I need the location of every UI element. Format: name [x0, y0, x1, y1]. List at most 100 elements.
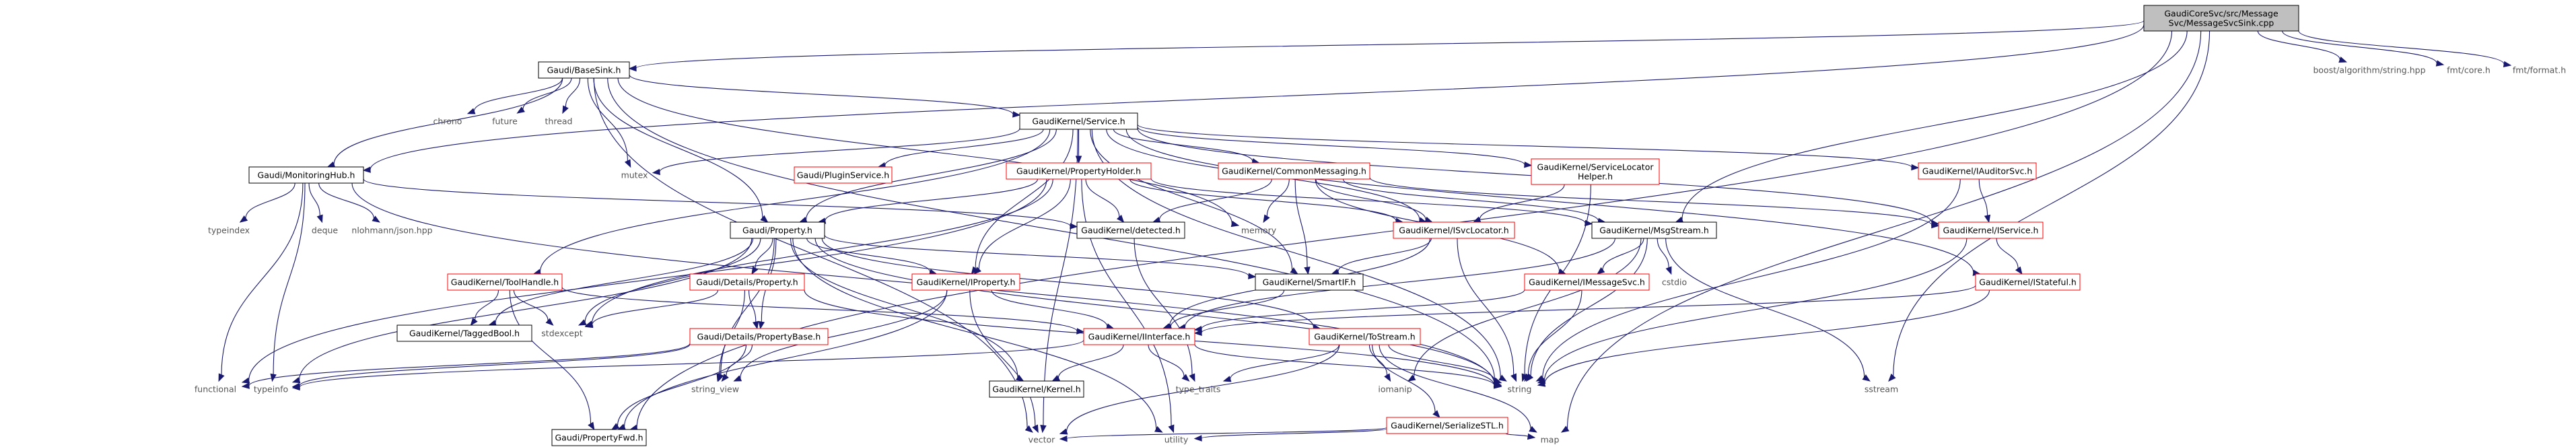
arrowhead-property-to-utility	[1154, 425, 1163, 433]
edge-property-to-kernel	[790, 238, 1018, 378]
arrowhead-propholder-to-utility	[1168, 424, 1175, 434]
edge-msgstream-to-imessagesvc	[1602, 238, 1644, 270]
node-propbase[interactable]: Gaudi/Details/PropertyBase.h	[689, 328, 829, 345]
node-boostalg-label: boost/algorithm/string.hpp	[2313, 65, 2425, 75]
node-isvclocator[interactable]: GaudiKernel/ISvcLocator.h	[1393, 221, 1515, 239]
node-propfwd[interactable]: Gaudi/PropertyFwd.h	[551, 429, 647, 446]
edge-msgstream-to-iinterface	[1184, 238, 1615, 327]
arrowhead-basesink-to-thread	[562, 105, 569, 114]
edge-basesink-to-string	[607, 77, 1496, 381]
node-iservice-box	[1938, 221, 2044, 239]
node-stdexcept-label: stdexcept	[541, 329, 582, 339]
node-functional-label: functional	[195, 384, 236, 394]
node-propholder[interactable]: GaudiKernel/PropertyHolder.h	[1006, 162, 1152, 180]
edge-iauditorsvc-to-iservice	[1978, 178, 1988, 216]
node-utility-label: utility	[1164, 435, 1189, 445]
edge-root-to-fmtformat	[2298, 30, 2505, 65]
node-fmtcore: fmt/core.h	[2447, 65, 2491, 75]
arrowhead-tostream-to-iomanip	[1384, 373, 1391, 382]
arrowhead-root-to-fmtformat	[2503, 61, 2512, 68]
node-iservice[interactable]: GaudiKernel/IService.h	[1938, 221, 2044, 239]
node-msgstream-box	[1591, 221, 1717, 239]
node-tostream[interactable]: GaudiKernel/ToStream.h	[1309, 328, 1421, 345]
edge-property-to-typeinfo	[298, 238, 753, 380]
node-basesink[interactable]: Gaudi/BaseSink.h	[538, 61, 630, 79]
edge-basesink-to-thread	[565, 77, 581, 108]
node-iauditorsvc[interactable]: GaudiKernel/IAuditorSvc.h	[1918, 162, 2037, 180]
node-pluginsvc[interactable]: Gaudi/PluginService.h	[794, 166, 893, 184]
arrowhead-iinterface-to-type_traits	[1181, 374, 1190, 382]
arrowhead-monhub-to-detected	[1070, 223, 1078, 230]
edge-serializestl-to-vector	[1066, 427, 1387, 440]
edge-service-to-smartif	[1090, 129, 1293, 271]
edge-iproperty-to-string_view	[740, 289, 948, 379]
edge-property-to-tostream	[821, 238, 1314, 328]
node-taggedbool[interactable]: GaudiKernel/TaggedBool.h	[396, 324, 532, 342]
node-pluginsvc-box	[794, 166, 893, 184]
arrowhead-detailsprop-to-string_view	[716, 373, 723, 382]
edge-commonmsg-to-iservice	[1369, 177, 1933, 226]
node-taggedbool-label: GaudiKernel/TaggedBool.h	[409, 329, 520, 339]
edge-istateful-to-iinterface	[1201, 285, 1976, 333]
node-thread-label: thread	[545, 116, 573, 127]
node-commonmsg-label: GaudiKernel/CommonMessaging.h	[1222, 166, 1366, 176]
node-root[interactable]: GaudiCoreSvc/src/MessageSvc/MessageSvcSi…	[2143, 5, 2299, 32]
node-service[interactable]: GaudiKernel/Service.h	[1019, 112, 1138, 130]
node-istateful[interactable]: GaudiKernel/IStateful.h	[1975, 273, 2081, 291]
arrowhead-basesink-to-property	[760, 215, 769, 223]
edge-service-to-istateful	[1125, 129, 1974, 273]
node-vector: vector	[1029, 435, 1056, 445]
edge-msgstream-to-iomanip	[1414, 238, 1642, 378]
node-detailsprop[interactable]: Gaudi/Details/Property.h	[689, 273, 805, 291]
edge-propbase-to-string_view	[726, 344, 753, 376]
node-iomanip-label: iomanip	[1378, 384, 1412, 394]
edge-iproperty-to-vector	[969, 289, 1036, 426]
node-fmtformat: fmt/format.h	[2513, 65, 2566, 75]
edge-monhub-to-functional	[221, 182, 304, 375]
edge-detailsprop-to-stdexcept	[592, 289, 719, 325]
edge-service-to-iproperty	[975, 129, 1074, 269]
node-commonmsg[interactable]: GaudiKernel/CommonMessaging.h	[1218, 162, 1370, 180]
node-imessagesvc[interactable]: GaudiKernel/IMessageSvc.h	[1524, 273, 1650, 291]
arrowhead-msgstream-to-cstdio	[1665, 266, 1672, 275]
edge-svclochelper-to-isvclocator	[1479, 184, 1565, 220]
node-map: map	[1541, 435, 1560, 445]
node-detailsprop-box	[689, 273, 805, 291]
node-serializestl[interactable]: GaudiKernel/SerializeSTL.h	[1386, 417, 1508, 434]
node-detected[interactable]: GaudiKernel/detected.h	[1076, 221, 1185, 239]
arrowhead-serializestl-to-vector	[1059, 435, 1068, 442]
node-fmtcore-label: fmt/core.h	[2447, 65, 2491, 75]
node-iinterface-box	[1083, 328, 1195, 345]
edge-service-to-toolhandle	[539, 129, 1051, 273]
node-serializestl-box	[1386, 417, 1508, 434]
edge-property-to-string	[814, 238, 1495, 384]
arrowhead-commonmsg-to-memory	[1263, 214, 1270, 224]
node-pluginsvc-label: Gaudi/PluginService.h	[797, 170, 889, 180]
arrowhead-tostream-to-map	[1529, 425, 1537, 433]
node-smartif[interactable]: GaudiKernel/SmartIF.h	[1255, 273, 1364, 291]
arrowhead-imessagesvc-to-string	[1524, 373, 1531, 382]
arrowhead-iauditorsvc-to-iservice	[1984, 214, 1991, 224]
node-smartif-box	[1255, 273, 1364, 291]
node-json: nlohmann/json.hpp	[351, 226, 432, 236]
node-svclochelper-box	[1531, 158, 1660, 185]
node-property[interactable]: Gaudi/Property.h	[730, 221, 825, 239]
node-root-label: Svc/MessageSvcSink.cpp	[2169, 18, 2274, 28]
node-monhub[interactable]: Gaudi/MonitoringHub.h	[248, 166, 364, 184]
node-memory: memory	[1241, 226, 1277, 236]
node-typeinfo-label: typeinfo	[254, 384, 288, 394]
arrowhead-property-to-smartif	[1248, 273, 1257, 279]
edge-property-to-detailsprop	[755, 238, 773, 269]
edge-serializestl-to-map	[1505, 433, 1529, 438]
arrowhead-isvclocator-to-smartif	[1331, 268, 1339, 275]
node-kernel[interactable]: GaudiKernel/Kernel.h	[989, 380, 1084, 398]
node-iproperty[interactable]: GaudiKernel/IProperty.h	[911, 273, 1020, 291]
node-msgstream[interactable]: GaudiKernel/MsgStream.h	[1591, 221, 1717, 239]
node-string: string	[1508, 384, 1532, 394]
node-toolhandle[interactable]: GaudiKernel/ToolHandle.h	[447, 273, 563, 291]
node-iinterface[interactable]: GaudiKernel/IInterface.h	[1083, 328, 1195, 345]
arrowhead-root-to-monhub	[362, 166, 371, 173]
edge-basesink-to-monhub	[333, 77, 563, 165]
